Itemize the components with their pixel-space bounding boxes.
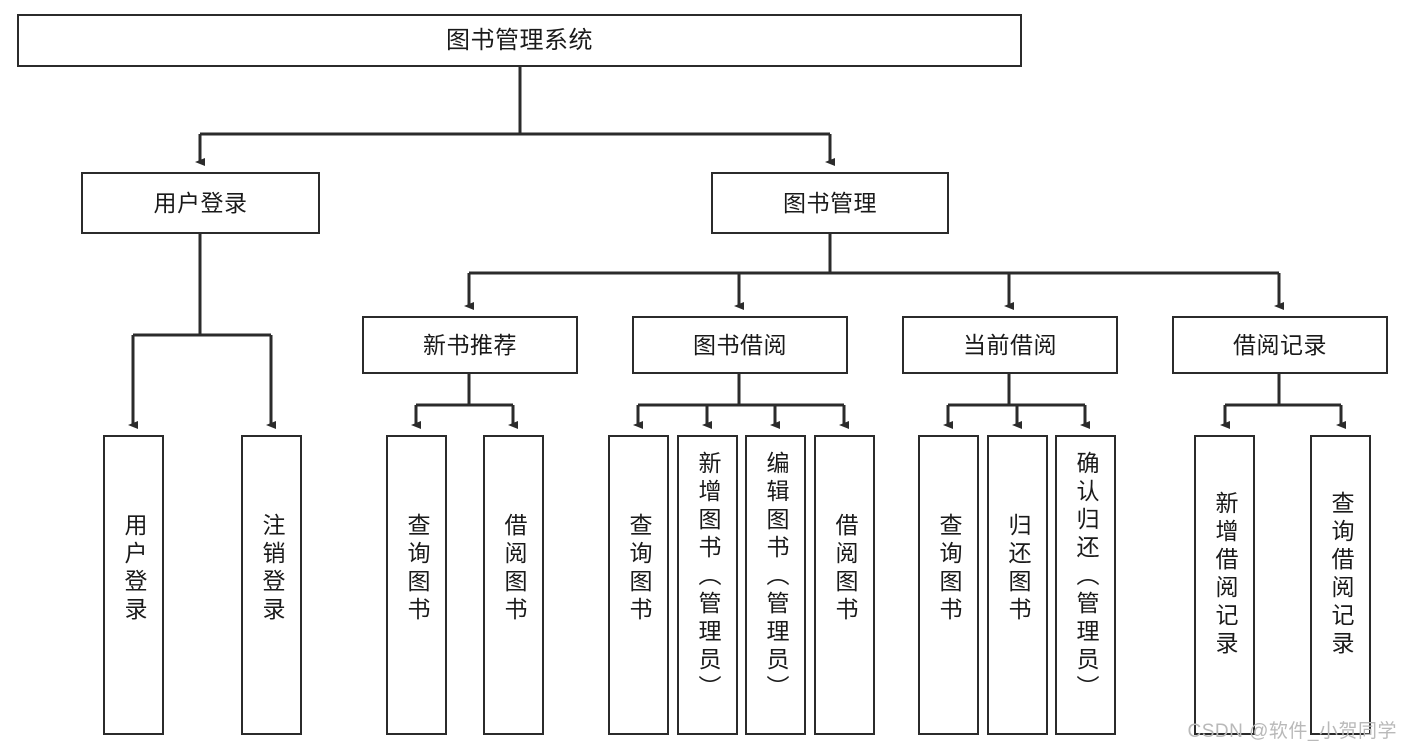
leaf-query-borrow-record[interactable]: 查询借阅记录 (1310, 435, 1371, 735)
node-label: 图书管理 (783, 189, 877, 216)
leaf-edit-book-admin[interactable]: 编辑图书（管理员） (745, 435, 806, 735)
node-borrow-record[interactable]: 借阅记录 (1172, 316, 1388, 374)
leaf-logout[interactable]: 注销登录 (241, 435, 302, 735)
leaf-add-book-admin[interactable]: 新增图书（管理员） (677, 435, 738, 735)
node-label: 当前借阅 (963, 331, 1057, 358)
node-label: 查询图书 (626, 513, 652, 625)
node-label: 新书推荐 (423, 331, 517, 358)
node-user-login[interactable]: 用户登录 (81, 172, 320, 234)
node-label: 用户登录 (153, 189, 248, 216)
node-label: 注销登录 (259, 513, 285, 625)
node-label: 查询借阅记录 (1328, 491, 1354, 659)
leaf-query-book-current[interactable]: 查询图书 (918, 435, 979, 735)
node-label: 借阅记录 (1233, 331, 1327, 358)
node-new-book-recommend[interactable]: 新书推荐 (362, 316, 578, 374)
node-book-borrow[interactable]: 图书借阅 (632, 316, 848, 374)
node-label: 查询图书 (936, 513, 962, 625)
leaf-query-book-recommend[interactable]: 查询图书 (386, 435, 447, 735)
leaf-borrow-book-recommend[interactable]: 借阅图书 (483, 435, 544, 735)
leaf-return-book[interactable]: 归还图书 (987, 435, 1048, 735)
node-root[interactable]: 图书管理系统 (17, 14, 1022, 67)
leaf-confirm-return-admin[interactable]: 确认归还（管理员） (1055, 435, 1116, 735)
node-label: 新增借阅记录 (1212, 491, 1238, 659)
node-label: 图书管理系统 (446, 26, 593, 54)
node-label: 确认归还（管理员） (1073, 451, 1099, 703)
node-current-borrow[interactable]: 当前借阅 (902, 316, 1118, 374)
node-label: 用户登录 (121, 513, 147, 625)
node-label: 新增图书（管理员） (695, 451, 721, 703)
node-label: 归还图书 (1005, 513, 1031, 625)
leaf-borrow-book[interactable]: 借阅图书 (814, 435, 875, 735)
node-label: 编辑图书（管理员） (763, 451, 789, 703)
leaf-add-borrow-record[interactable]: 新增借阅记录 (1194, 435, 1255, 735)
node-label: 借阅图书 (501, 513, 527, 625)
node-label: 借阅图书 (832, 513, 858, 625)
leaf-query-book-borrow[interactable]: 查询图书 (608, 435, 669, 735)
node-label: 图书借阅 (693, 331, 787, 358)
leaf-user-login[interactable]: 用户登录 (103, 435, 164, 735)
node-label: 查询图书 (404, 513, 430, 625)
node-book-management[interactable]: 图书管理 (711, 172, 949, 234)
